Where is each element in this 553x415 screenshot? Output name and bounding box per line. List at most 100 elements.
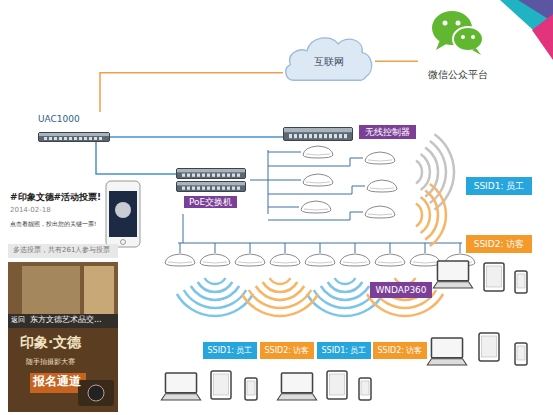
- wechat-logo: [418, 4, 498, 60]
- device-port: [94, 137, 97, 140]
- device-body: [284, 128, 353, 141]
- device-port: [187, 187, 190, 190]
- device-port: [207, 187, 210, 190]
- tablet-icon: [327, 371, 347, 399]
- wifi-wave: [416, 184, 446, 246]
- node-text: SSID1: 员工: [466, 181, 532, 191]
- connector-line: [96, 142, 176, 174]
- device-port: [232, 174, 235, 177]
- access-point: [301, 201, 331, 213]
- text-holder: SSID1: 员工: [466, 181, 532, 191]
- device-port: [227, 174, 230, 177]
- chat-tail: [436, 40, 448, 50]
- text-holder: UAC1000: [38, 114, 80, 124]
- device-highlight: [39, 133, 109, 136]
- node-text: SSID2: 访客: [260, 346, 314, 355]
- phone-icon: [515, 271, 527, 293]
- device-port: [197, 187, 200, 190]
- screenshot-text: 随手拍摄影大赛: [26, 358, 75, 366]
- access-point: [303, 174, 333, 186]
- laptop-icon: [277, 373, 316, 400]
- device-port: [222, 174, 225, 177]
- smartphone: [106, 181, 140, 247]
- access-point: [235, 254, 265, 266]
- node-text: 微信公众平台: [418, 69, 498, 81]
- wifi-wave: [242, 278, 318, 316]
- phone-icon: [245, 378, 257, 400]
- screenshot-text: 点击看靓照，投出您的关键一票!: [10, 221, 96, 228]
- ssid-tag: SSID2: 访客: [260, 342, 314, 359]
- internet-cloud: 互联网: [283, 30, 375, 82]
- wifi-wave: [367, 278, 443, 316]
- access-point: [365, 152, 395, 164]
- access-point: [367, 180, 397, 192]
- poster: [8, 328, 118, 412]
- laptop-icon: [427, 338, 466, 365]
- device-highlight: [177, 169, 245, 172]
- node-text: WNDAP360: [370, 285, 432, 295]
- screenshot-text: #印象文德#活动投票!: [10, 192, 101, 202]
- device-port: [49, 137, 52, 140]
- device-body: [39, 133, 110, 142]
- connector-line: [110, 136, 283, 138]
- access-point: [410, 254, 440, 266]
- device-port: [79, 137, 82, 140]
- street-photo: [22, 266, 80, 314]
- device-port: [192, 174, 195, 177]
- home-button: [121, 240, 126, 245]
- device-port: [84, 137, 87, 140]
- phone-icon: [515, 343, 527, 365]
- device-port: [64, 137, 67, 140]
- text-holder: SSID2: 访客: [260, 346, 314, 355]
- device-port: [227, 187, 230, 190]
- device-port: [69, 137, 72, 140]
- wifi-wave: [177, 278, 253, 316]
- screenshot-text: 返回: [11, 316, 25, 324]
- access-point: [375, 254, 405, 266]
- text-holder: WNDAP360: [370, 285, 432, 295]
- access-point: [165, 254, 195, 266]
- device-port: [232, 187, 235, 190]
- text-holder: 微信公众平台: [418, 69, 498, 81]
- phone-icon: [359, 378, 371, 400]
- device-port: [182, 174, 185, 177]
- device-port: [314, 134, 317, 138]
- model-tag: WNDAP360: [370, 282, 432, 298]
- screenshot-text: 报名通道: [33, 375, 81, 389]
- camera-lens: [88, 385, 104, 401]
- text-holder: 无线控制器: [359, 125, 416, 139]
- laptop-icon: [161, 373, 200, 400]
- tablet-icon: [479, 333, 499, 361]
- device-port: [74, 137, 77, 140]
- ssid-tag: SSID2: 访客: [373, 342, 427, 359]
- device-body: [177, 182, 246, 192]
- wechat-platform: 微信公众平台: [418, 4, 498, 86]
- tablet-icon: [211, 371, 231, 399]
- node-text: PoE交换机: [189, 197, 232, 207]
- device-port: [202, 187, 205, 190]
- device-highlight: [284, 128, 352, 132]
- device-port: [289, 134, 292, 138]
- poster-banner: [30, 373, 86, 393]
- device-port: [99, 137, 102, 140]
- tablet-icon: [484, 263, 504, 291]
- access-point: [270, 254, 300, 266]
- node-text: SSID1: 员工: [203, 346, 257, 355]
- laptop-icon: [433, 261, 472, 288]
- network-device: [176, 168, 246, 179]
- text-holder: SSID2: 访客: [373, 346, 427, 355]
- device-port: [217, 174, 220, 177]
- ssid-tag: SSID2: 访客: [466, 235, 532, 253]
- device-port: [237, 174, 240, 177]
- device-port: [237, 187, 240, 190]
- bubble-eye: [443, 21, 448, 26]
- device-port: [182, 187, 185, 190]
- device-port: [212, 174, 215, 177]
- device-port: [44, 137, 47, 140]
- wireless-controller: 无线控制器: [283, 124, 433, 144]
- device-port: [299, 134, 302, 138]
- text-holder: SSID1: 员工: [203, 346, 257, 355]
- bubble-eye: [471, 35, 475, 39]
- access-point: [305, 254, 335, 266]
